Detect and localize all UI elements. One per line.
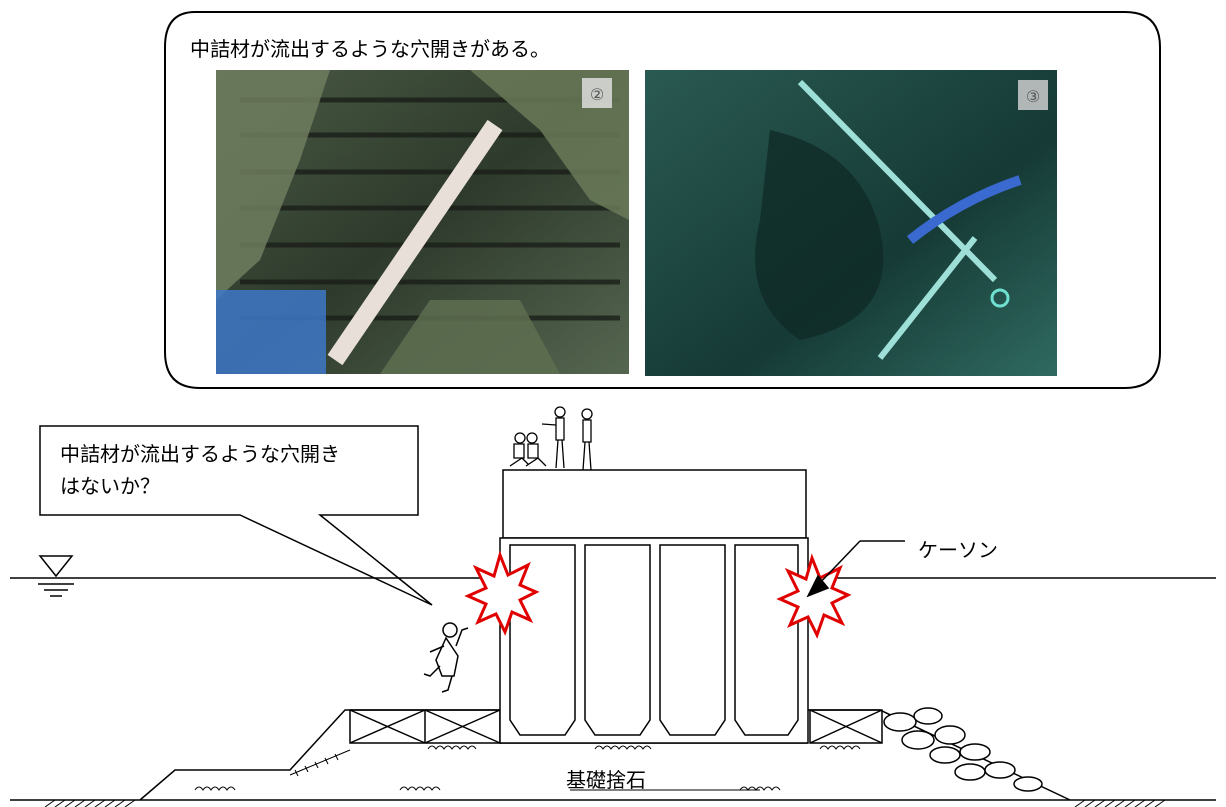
left-callout-line-1: 中詰材が流出するような穴開き <box>60 442 340 466</box>
foundation-label: 基礎捨石 <box>566 768 646 792</box>
caisson <box>499 469 809 744</box>
cross-blocks-left <box>349 709 501 744</box>
inspection-photo-2 <box>645 70 1057 376</box>
worker-icon <box>509 406 593 471</box>
left-callout-line-2: はないか？ <box>60 474 160 498</box>
cross-blocks-right <box>809 709 883 744</box>
diver-icon <box>423 622 469 693</box>
water-level-icon <box>38 555 74 597</box>
foundation-stone-marks <box>194 745 861 791</box>
damage-burst-icon <box>776 553 852 639</box>
photo-2-marker: ③ <box>1026 87 1040 106</box>
riprap-icon <box>883 707 1043 792</box>
arrow-icon <box>806 540 905 598</box>
inspection-photo-1 <box>216 70 629 374</box>
top-callout-text: 中詰材が流出するような穴開きがある。 <box>190 37 550 61</box>
seabed-hatching <box>44 799 1166 807</box>
left-callout-box <box>39 425 433 606</box>
caisson-label: ケーソン <box>918 538 998 562</box>
damage-burst-icon <box>464 550 540 636</box>
photo-1-marker: ② <box>590 85 604 104</box>
